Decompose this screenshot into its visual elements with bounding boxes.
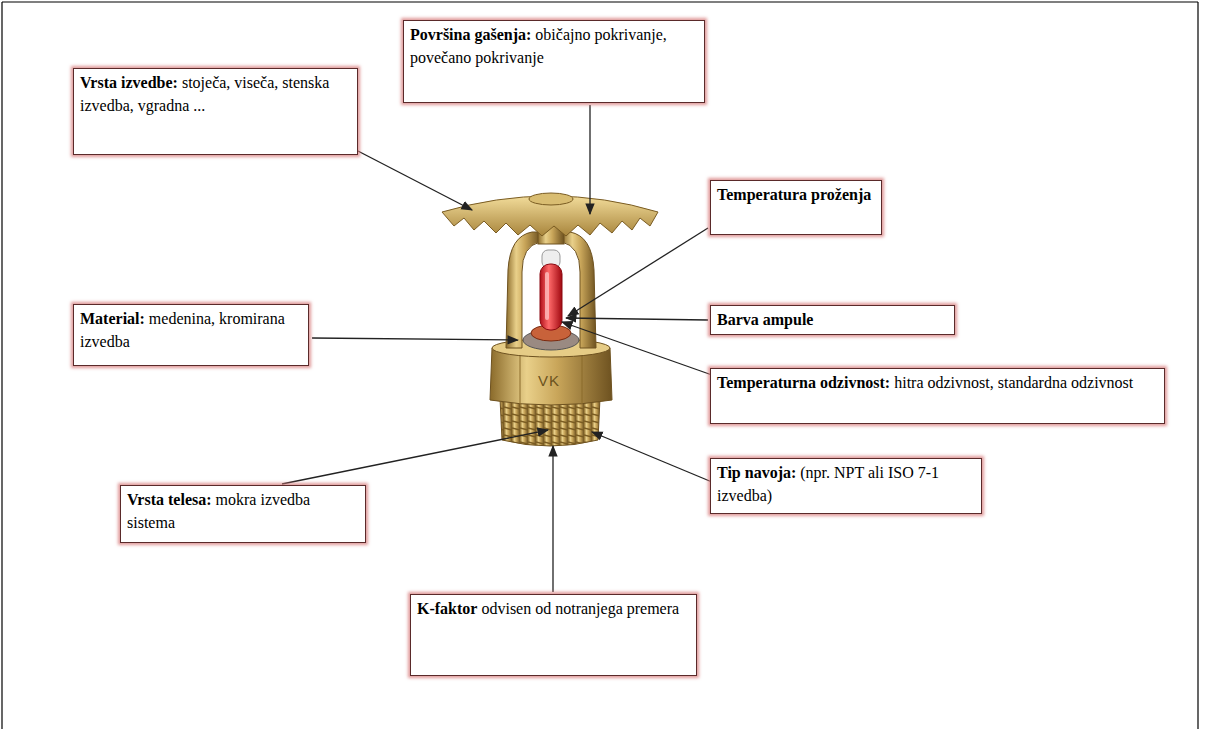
brand-mark: VK: [538, 372, 560, 389]
callout-heading: Vrsta izvedbe:: [80, 74, 178, 91]
callout-heading: Temperatura proženja: [717, 186, 871, 203]
body-type-box: Vrsta telesa:mokra izvedba sistema: [120, 485, 366, 543]
callout-text: odvisen od notranjega premera: [481, 600, 679, 617]
trigger-temp-box: Temperatura proženja: [710, 180, 882, 235]
callout-text: hitra odzivnost, standardna odzivnost: [894, 374, 1133, 391]
design-box: Vrsta izvedbe:stoječa, viseča, stenska i…: [73, 68, 358, 155]
callout-heading: Material:: [80, 310, 145, 327]
callout-heading: Vrsta telesa:: [127, 491, 212, 508]
callout-heading: Barva ampule: [717, 311, 813, 328]
response-box: Temperaturna odzivnost:hitra odzivnost, …: [710, 368, 1165, 424]
callout-heading: Tip navoja:: [717, 464, 796, 481]
callout-heading: Temperaturna odzivnost:: [717, 374, 890, 391]
thread-box: Tip navoja:(npr. NPT ali ISO 7-1 izvedba…: [710, 458, 982, 514]
sprinkler: [442, 193, 658, 446]
coverage-box: Površina gašenja:običajno pokrivanje, po…: [403, 20, 705, 103]
k-factor-box: K-faktorodvisen od notranjega premera: [410, 594, 697, 676]
callout-heading: K-faktor: [417, 600, 477, 617]
material-box: Material:medenina, kromirana izvedba: [73, 304, 309, 366]
callout-heading: Površina gašenja:: [410, 26, 531, 43]
bulb-color-box: Barva ampule: [710, 305, 955, 335]
